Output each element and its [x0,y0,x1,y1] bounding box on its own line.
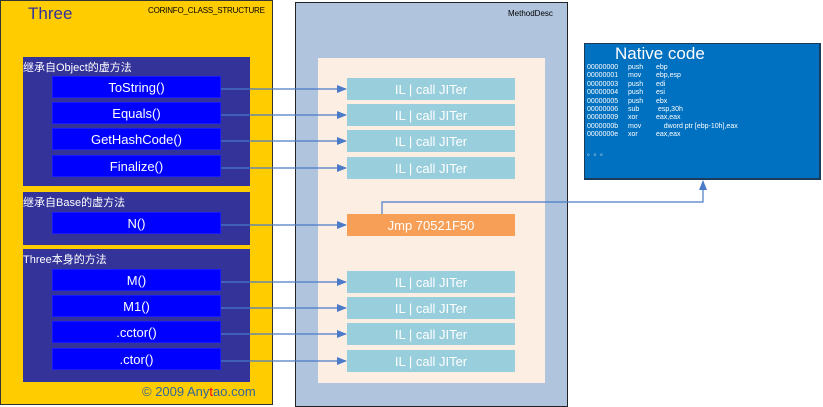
group-label: 继承自Object的虚方法 [23,62,132,74]
asm-operand: esp,30h [656,106,683,113]
asm-operand: ebx [656,97,668,105]
asm-address: 00000001 [587,72,619,80]
asm-address: 00000000 [587,64,619,71]
asm-operand: eax,eax [656,114,681,122]
group-label: 继承自Base的虚方法 [23,197,126,209]
asm-opcode: mov [628,122,642,130]
asm-address: 00000005 [587,97,619,105]
asm-address: 00000004 [587,89,619,97]
copyright-suffix: ao.com [213,384,256,399]
method-equals[interactable]: Equals() [52,102,221,124]
asm-address: 0000000b [587,122,619,130]
method-m[interactable]: M() [52,269,221,291]
native-code-ellipsis: 。。。 [587,150,610,157]
asm-address: 00000006 [587,106,619,113]
asm-operand: ebp [656,64,668,71]
method-n[interactable]: N() [52,212,221,234]
asm-opcode: xor [628,131,638,139]
methoddesc-entry[interactable]: IL | call JITer [347,271,515,293]
copyright-highlight: t [209,384,214,399]
jmp-to-native-arrow [381,180,707,214]
methoddesc-entry[interactable]: IL | call JITer [347,104,515,126]
class-structure-caption: CORINFO_CLASS_STRUCTURE [148,6,265,15]
method-gethashcode[interactable]: GetHashCode() [52,128,221,150]
class-title: Three [28,4,73,23]
method-ctor[interactable]: .ctor() [52,348,221,370]
method-tostring[interactable]: ToString() [52,76,221,98]
methoddesc-entry[interactable]: IL | call JITer [347,297,515,319]
copyright-prefix: © 2009 Any [142,384,210,399]
copyright-text: © 2009 Anytao.com [142,384,256,399]
asm-opcode: mov [628,72,642,80]
asm-operand: eax,eax [656,131,681,139]
asm-opcode: push [628,97,644,105]
methoddesc-caption: MethodDesc [508,9,553,18]
asm-opcode: push [628,64,644,71]
native-code-title: Native code [615,44,705,63]
asm-opcode: sub [628,106,640,113]
asm-address: 0000000e [587,131,619,139]
method-finalize[interactable]: Finalize() [52,155,221,177]
method-cctor[interactable]: .cctor() [52,321,221,343]
asm-operand: esi [656,89,665,97]
asm-opcode: xor [628,114,638,122]
asm-operand: dword ptr [ebp-10h],eax [656,122,738,130]
asm-address: 00000003 [587,80,619,88]
methoddesc-jmp-entry[interactable]: Jmp 70521F50 [347,214,515,236]
group-label: Three本身的方法 [23,254,107,266]
native-code-box [584,43,821,180]
methoddesc-entry[interactable]: IL | call JITer [347,130,515,152]
asm-operand: ebp,esp [656,72,681,80]
methoddesc-entry[interactable]: IL | call JITer [347,323,515,345]
methoddesc-entry[interactable]: IL | call JITer [347,350,515,372]
methoddesc-entry[interactable]: IL | call JITer [347,78,515,100]
methoddesc-entry[interactable]: IL | call JITer [347,157,515,179]
asm-opcode: push [628,80,644,88]
asm-address: 00000009 [587,114,619,122]
asm-opcode: push [628,89,644,97]
asm-operand: edi [656,80,666,88]
method-m1[interactable]: M1() [52,295,221,317]
